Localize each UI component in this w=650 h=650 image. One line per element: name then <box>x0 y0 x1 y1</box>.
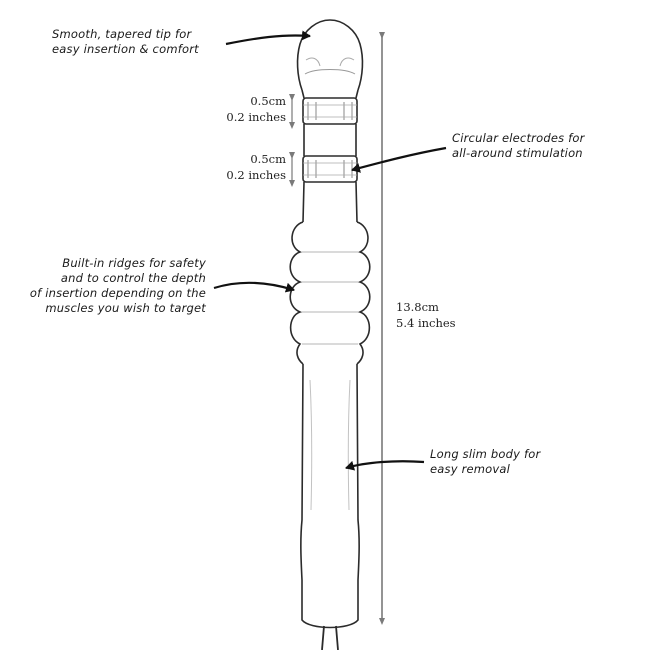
electrodes-callout-line1: Circular electrodes for <box>452 131 585 145</box>
body-callout-arrow <box>345 460 425 471</box>
tip-callout-line2: easy insertion & comfort <box>52 42 199 56</box>
electrodes-callout-arrow <box>351 146 447 173</box>
ridges-callout-arrow <box>213 281 295 293</box>
tip-callout: Smooth, tapered tip for easy insertion &… <box>52 27 199 57</box>
electrodes-callout-line2: all-around stimulation <box>452 146 583 160</box>
body-callout: Long slim body for easy removal <box>430 447 540 477</box>
ridges-callout-line2: and to control the depth <box>60 271 206 285</box>
ridges-callout-line4: muscles you wish to target <box>45 301 206 315</box>
electrode-ring-2 <box>302 155 358 183</box>
probe-tip <box>296 19 364 91</box>
electrode2-metric: 0.5cm <box>250 152 286 166</box>
total-length-metric: 13.8cm <box>396 300 439 314</box>
electrode1-metric: 0.5cm <box>250 94 286 108</box>
probe-body <box>300 363 360 629</box>
electrode1-imperial: 0.2 inches <box>226 110 286 124</box>
ridges-callout-line1: Built-in ridges for safety <box>62 256 206 270</box>
electrode-ring-1 <box>302 97 358 125</box>
probe-ridges <box>289 221 304 365</box>
electrodes-callout: Circular electrodes for all-around stimu… <box>452 131 585 161</box>
probe-illustration <box>289 19 371 650</box>
body-callout-line1: Long slim body for <box>430 447 541 461</box>
tip-callout-arrow <box>225 30 311 46</box>
electrode1-dimension-label: 0.5cm 0.2 inches <box>226 93 286 125</box>
ridges-callout: Built-in ridges for safety and to contro… <box>30 256 206 316</box>
ridges-callout-line3: of insertion depending on the <box>29 286 206 300</box>
tip-callout-line1: Smooth, tapered tip for <box>52 27 192 41</box>
electrode2-imperial: 0.2 inches <box>226 168 286 182</box>
total-length-label: 13.8cm 5.4 inches <box>396 299 456 331</box>
electrode2-dimension-label: 0.5cm 0.2 inches <box>226 151 286 183</box>
total-length-imperial: 5.4 inches <box>396 316 456 330</box>
probe-cable <box>321 625 339 650</box>
body-callout-line2: easy removal <box>430 462 511 476</box>
